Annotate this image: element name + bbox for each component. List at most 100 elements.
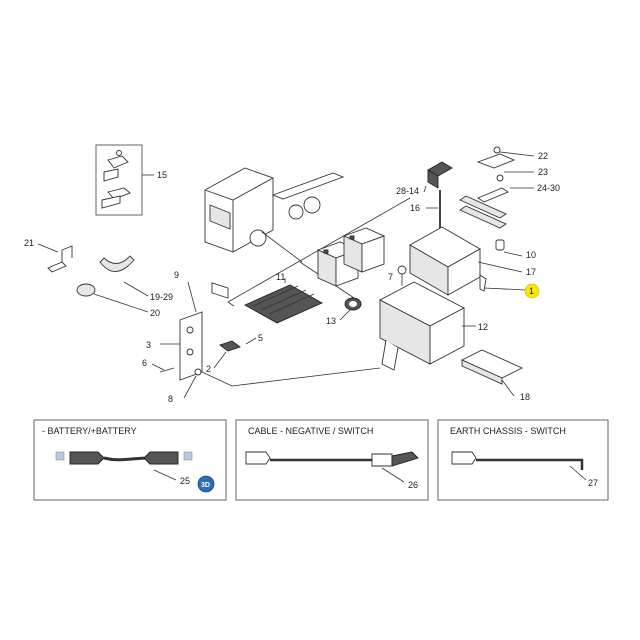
leader-1 [483,287,527,291]
plate-21-arm [61,245,73,262]
cable-connector [391,451,419,467]
callout-7[interactable]: 7 [388,272,393,282]
callout-22[interactable]: 22 [538,151,548,161]
battery-left-terminal [323,249,329,254]
leader-9 [187,281,197,313]
callout-21[interactable]: 21 [24,238,34,248]
leader-22 [499,151,535,157]
leader-2 [213,351,227,369]
callout-19-29[interactable]: 19-29 [150,292,173,302]
callout-8[interactable]: 8 [168,394,173,404]
callout-6[interactable]: 6 [142,358,147,368]
strap-c [477,187,509,203]
panel-battery-frame [33,419,227,501]
inset-frame [95,144,143,216]
callout-26[interactable]: 26 [408,480,418,490]
straps-24-30: 24-30 [459,183,560,229]
callout-18[interactable]: 18 [520,392,530,402]
panel-cable-frame [235,419,429,501]
clamp-block-front [427,169,439,189]
leader-27 [569,465,587,481]
callout-17[interactable]: 17 [526,267,536,277]
lug-right [143,451,179,465]
nut-23 [496,174,504,182]
bracket-assembly: 9 3 6 8 2 5 [142,270,381,404]
callout-16[interactable]: 16 [410,203,420,213]
callout-5[interactable]: 5 [258,333,263,343]
leader-21 [37,243,59,253]
earth-lug [451,451,477,465]
clamp-19-29 [99,255,135,272]
battery-cover-1: 1 [409,226,540,299]
callout-1[interactable]: 1 [529,286,534,296]
bolt-top [116,150,122,156]
callout-11[interactable]: 11 [276,272,285,282]
truck-wheel-front [249,229,267,247]
bracket-18: 18 [460,349,530,402]
plate-21 [47,261,67,273]
callout-25[interactable]: 25 [180,476,190,486]
cable-sleeve [371,453,393,467]
callout-3[interactable]: 3 [146,340,151,350]
callout-2[interactable]: 2 [206,364,211,374]
cable-lug-left [245,451,271,465]
bolt-22 [493,146,501,154]
truck-pointer [261,231,303,263]
callout-10[interactable]: 10 [526,250,536,260]
leader-6 [151,363,165,371]
callout-1-highlight [524,283,540,299]
leader-20 [93,293,149,313]
washer-7: 7 [388,265,407,286]
callout-28-14[interactable]: 28-14 [396,186,419,196]
truck [204,167,345,299]
callout-23[interactable]: 23 [538,167,548,177]
strap-b [459,205,507,229]
callout-13[interactable]: 13 [326,316,336,326]
pin-10 [495,239,505,251]
part-21: 21 [24,238,73,273]
bolt-6 [159,367,175,373]
bracket-plate-edge [461,359,503,385]
grid-mat-11: 11 [243,272,324,324]
callout-27[interactable]: 27 [588,478,598,488]
inset-group-15: 15 [95,144,167,216]
part-20: 20 [76,283,160,318]
3d-view-badge[interactable] [197,475,215,493]
grid-mat-lines [252,285,315,315]
frame-line-tick [227,301,235,307]
cable-27 [476,458,584,470]
grommet-13: 13 [326,297,362,326]
battery-tray-12: 12 [379,281,488,371]
leader-25 [153,469,177,481]
leader-13 [339,309,351,321]
cover-latch [479,274,487,292]
bracket-22 [476,153,516,169]
3d-view-badge-label: 3D [201,482,210,489]
leader-5 [245,337,257,345]
part-19-29: 19-29 [99,255,173,302]
block-28-14: 28-14 16 [396,161,453,228]
callout-24-30[interactable]: 24-30 [537,183,560,193]
tray-side [429,307,465,365]
truck-windshield [209,204,231,230]
mount-hole-a [186,326,194,334]
battery-right-terminal [349,235,355,240]
panel-cable: CABLE - NEGATIVE / SWITCH 26 [235,419,429,501]
panel-battery: - BATTERY/+BATTERY 25 3D [33,419,227,501]
strap-a [459,195,507,219]
truck-wheel-rear [303,196,321,214]
truck-grille [211,282,229,299]
callout-9[interactable]: 9 [174,270,179,280]
tray-leg [381,339,399,371]
leader-18 [501,379,515,397]
callout-20[interactable]: 20 [150,308,160,318]
nut-8 [194,368,202,376]
callout-12[interactable]: 12 [478,322,488,332]
bracket-bottom [101,195,121,209]
terminal-cap-right [183,451,193,461]
mount-hole-b [186,348,194,356]
panel-cable-title: CABLE - NEGATIVE / SWITCH [248,426,373,436]
callout-15[interactable]: 15 [157,170,167,180]
washer [397,265,407,275]
